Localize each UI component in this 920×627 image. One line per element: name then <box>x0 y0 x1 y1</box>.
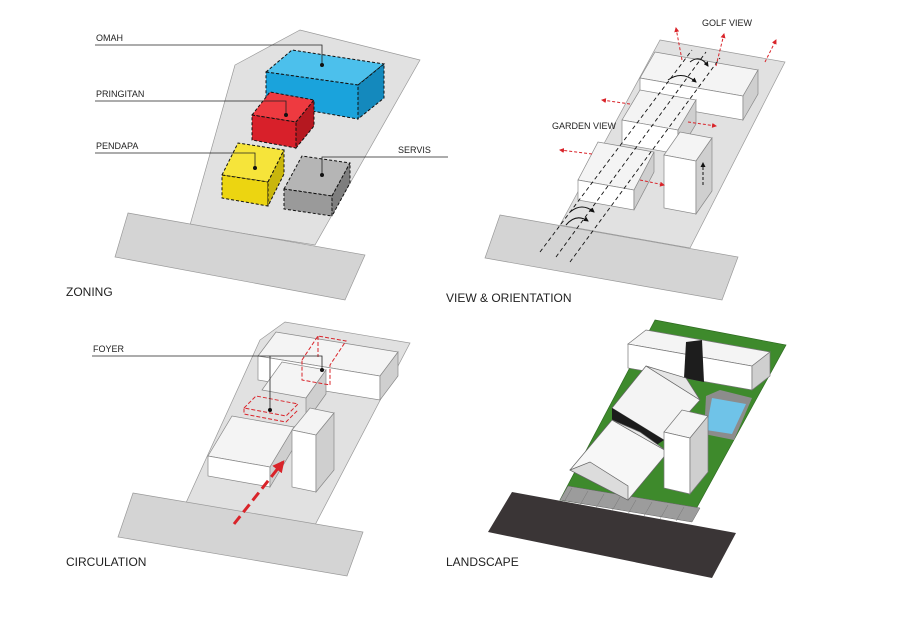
zoning-leader-lines <box>95 44 448 175</box>
servis-label: SERVIS <box>398 145 431 155</box>
landscape-paving <box>559 485 701 523</box>
view-pringitan-mass <box>621 89 697 156</box>
landscape-pool <box>704 390 752 440</box>
view-servis-mass <box>663 131 713 216</box>
foyer-leader <box>92 355 323 410</box>
zoning-caption: ZONING <box>66 285 113 299</box>
landscape-panel: LANDSCAPE <box>446 319 787 578</box>
view-outward-arrows <box>559 27 777 187</box>
circulation-panel: FOYER CIRCULATION <box>66 321 411 577</box>
pringitan-label: PRINGITAN <box>96 89 144 99</box>
view-panel: GOLF VIEW GARDEN VIEW VIEW & ORIENTATION <box>446 18 786 305</box>
landscape-courtyard-shadow <box>684 340 704 382</box>
pendapa-label: PENDAPA <box>96 141 138 151</box>
golf-view-label: GOLF VIEW <box>702 18 753 28</box>
omah-block <box>264 49 386 121</box>
landscape-servis-mass <box>663 409 709 495</box>
landscape-paving-lines <box>563 487 685 522</box>
pringitan-block <box>251 91 315 150</box>
landscape-caption: LANDSCAPE <box>446 555 519 569</box>
zoning-leader-dots <box>253 63 324 177</box>
foyer-label: FOYER <box>93 344 125 354</box>
circulation-path-arrow <box>232 460 285 525</box>
view-road <box>484 214 739 301</box>
omah-label: OMAH <box>96 33 123 43</box>
zoning-road <box>114 212 366 301</box>
view-direction-arrows <box>565 58 709 226</box>
zoning-panel: OMAH PRINGITAN PENDAPA SERVIS ZONING <box>66 29 448 301</box>
garden-view-label: GARDEN VIEW <box>552 121 617 131</box>
view-caption: VIEW & ORIENTATION <box>446 291 572 305</box>
foyer-outline <box>243 335 347 423</box>
landscape-road <box>488 492 736 578</box>
circulation-road <box>117 492 364 577</box>
view-pendapa-mass <box>577 141 655 211</box>
circulation-servis-mass <box>291 407 335 493</box>
servis-block <box>283 155 351 217</box>
view-sight-axes <box>539 49 721 263</box>
circulation-caption: CIRCULATION <box>66 555 146 569</box>
